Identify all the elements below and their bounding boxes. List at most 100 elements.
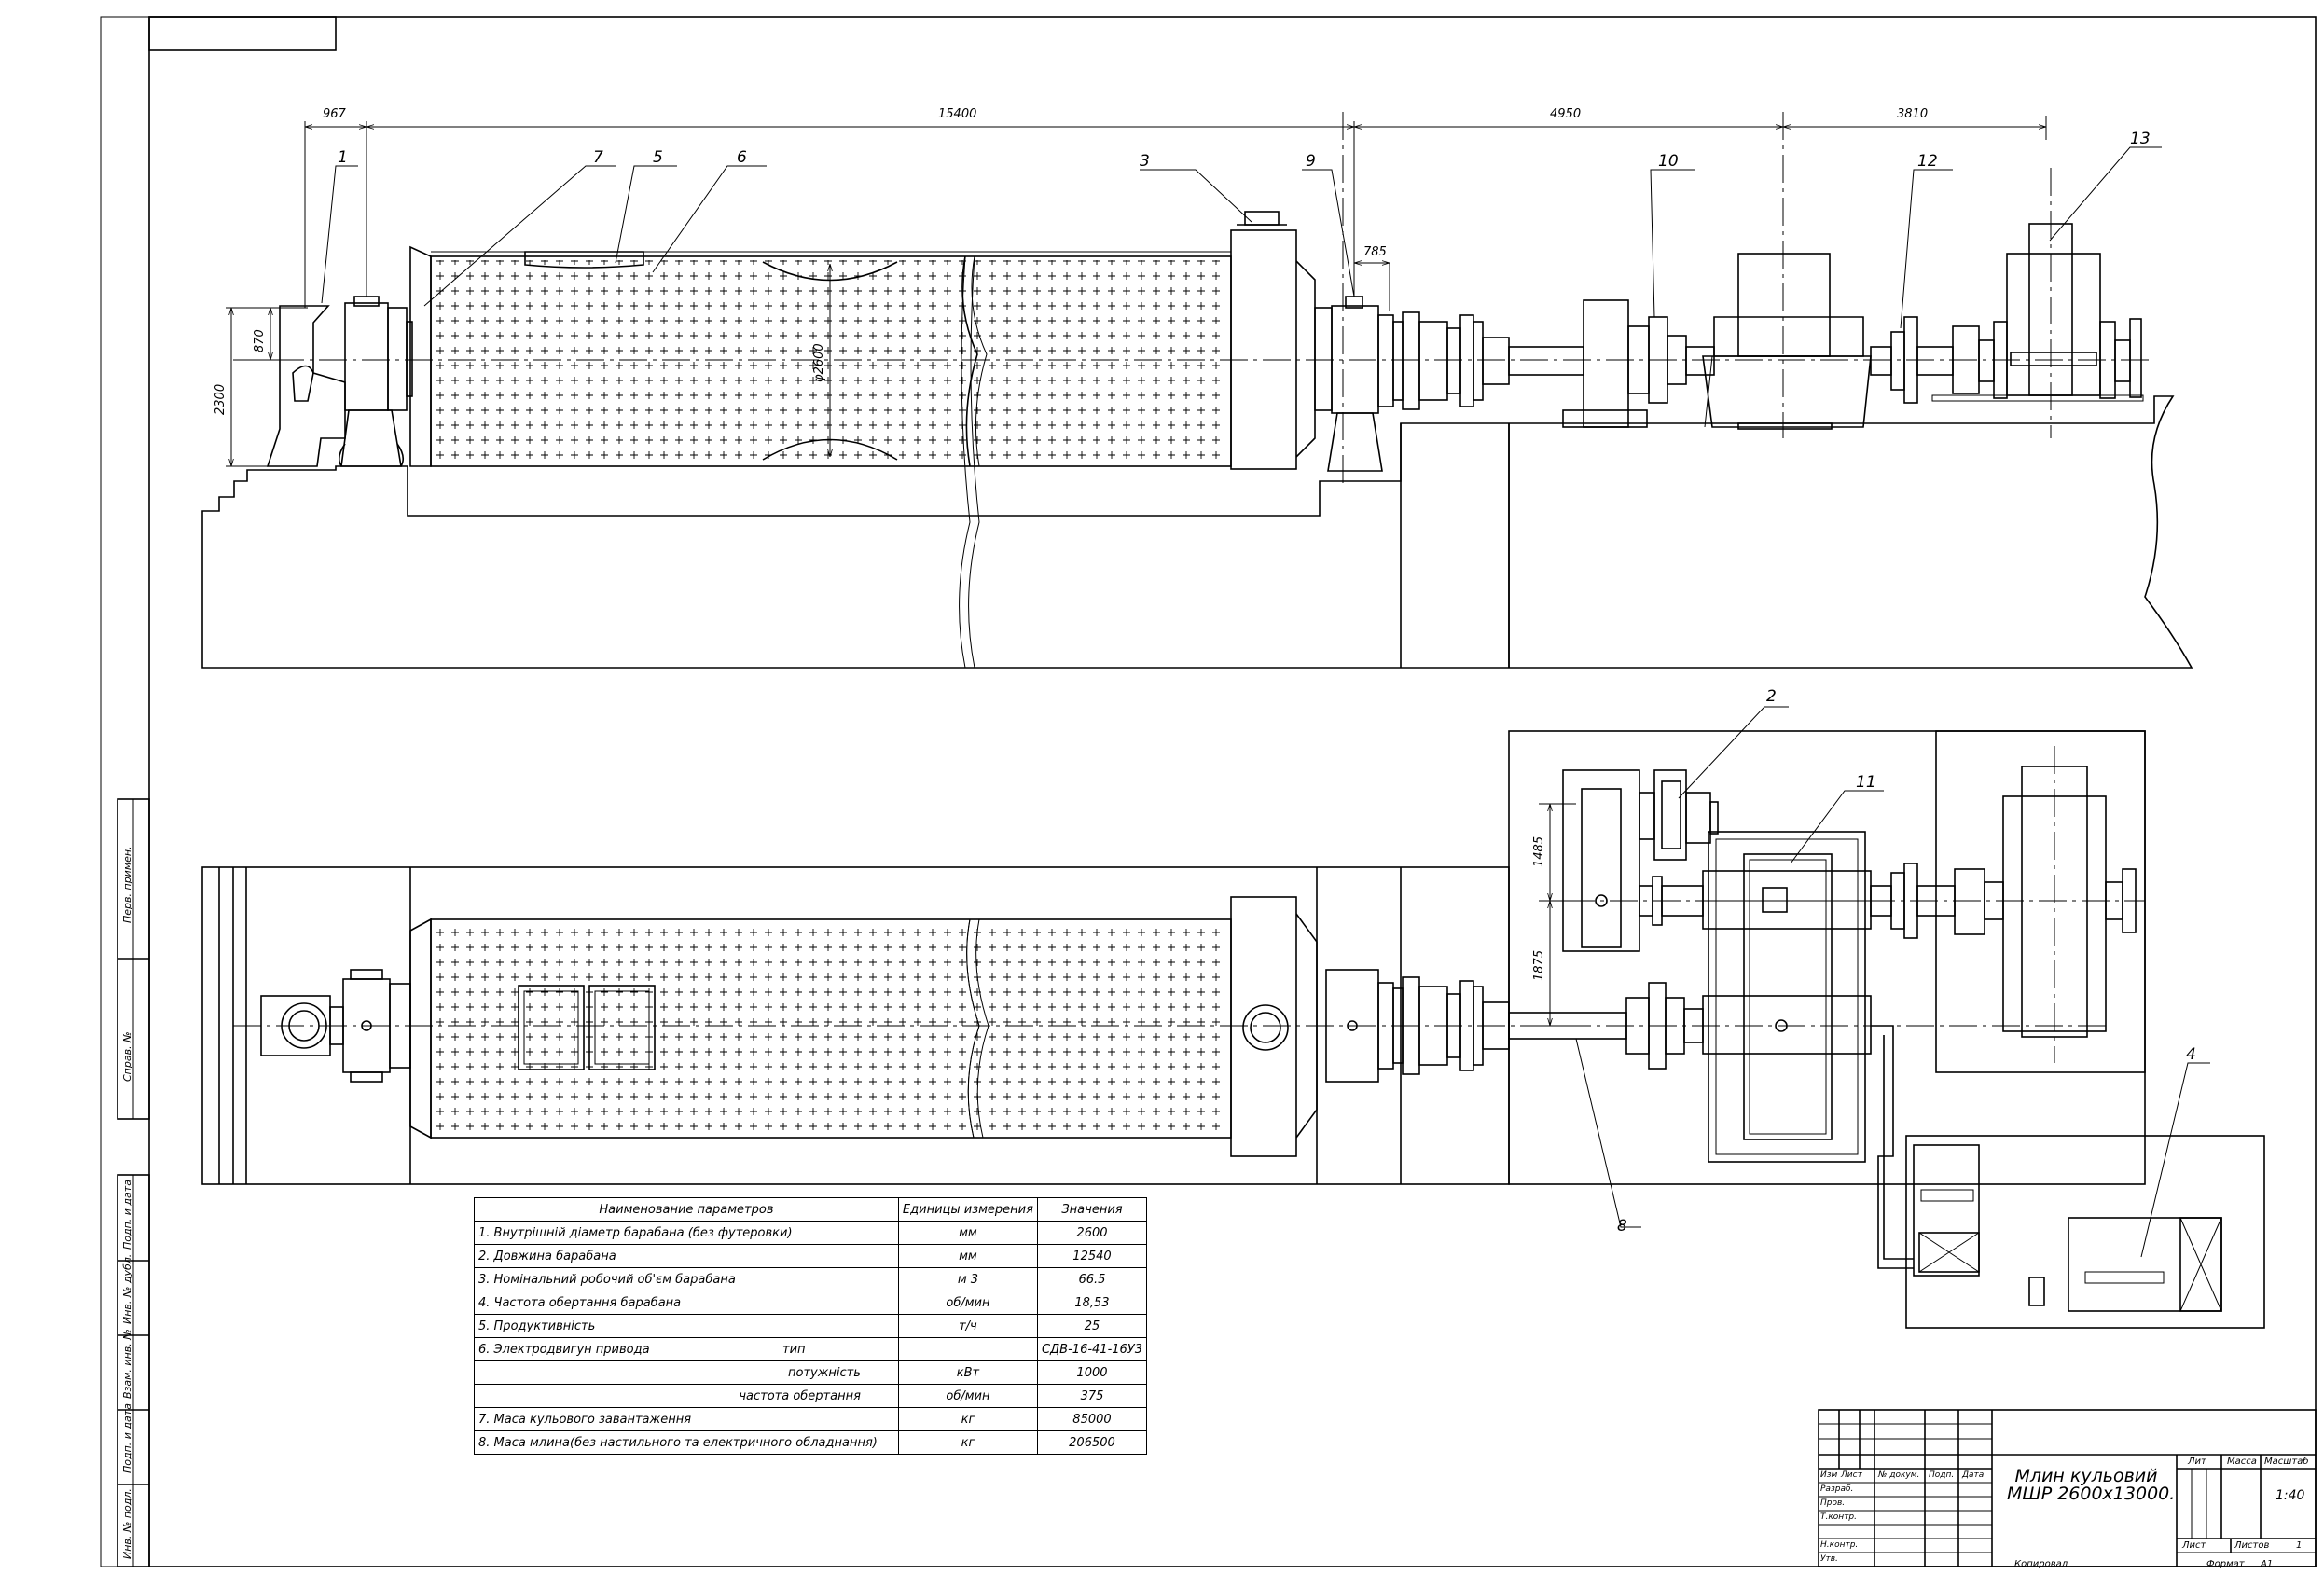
row-value: 66.5 [1036, 1267, 1148, 1291]
elevation-view: φ2600 [201, 107, 2193, 669]
tb-role-nkontr: Н.контр. [1820, 1540, 1859, 1550]
tb-role-tkontr: Т.контр. [1820, 1512, 1858, 1522]
row-value: 25 [1036, 1314, 1148, 1338]
callout-12: 12 [1917, 152, 1938, 171]
dim-2300: 2300 [214, 384, 228, 415]
tb-role-prov: Пров. [1820, 1498, 1846, 1508]
row-sub: частота обертання [474, 1384, 899, 1408]
title-block-grid [1818, 1409, 2317, 1567]
side-stamp-3: Подп. и дата [121, 1180, 133, 1250]
table-row: 1. Внутрішній діаметр барабана (без футе… [474, 1221, 1148, 1245]
side-stamp-7: Инв. № подл. [121, 1488, 133, 1559]
callout-11: 11 [1856, 773, 1876, 792]
row-value: 206500 [1036, 1430, 1148, 1455]
tb-sheets-label: Листов [2234, 1540, 2270, 1551]
row-unit: кг [897, 1430, 1038, 1455]
tb-format-value: А1 [2261, 1559, 2274, 1569]
tb-col-doc: № докум. [1878, 1470, 1920, 1480]
tb-copied: Копировал [2014, 1559, 2068, 1569]
callout-1: 1 [338, 148, 348, 167]
table-row: 4. Частота обертання барабана об/мин 18,… [474, 1291, 1148, 1315]
plan-view: 1485 1875 2 11 8 4 [201, 687, 2265, 1329]
row-name: 3. Номінальний робочий об'єм барабана [474, 1267, 899, 1291]
parameters-table: Наименование параметров Единицы измерени… [474, 1197, 1148, 1455]
tb-title-line2: МШР 2600х13000. [2007, 1484, 2176, 1504]
row-name: 4. Частота обертання барабана [474, 1291, 899, 1315]
table-row: частота обертання об/мин 375 [474, 1384, 1148, 1408]
row-unit: мм [897, 1221, 1038, 1245]
side-stamp-2: Справ. № [121, 1031, 133, 1082]
dim-diameter: φ2600 [812, 343, 826, 382]
tb-col-sign: Подп. [1929, 1470, 1955, 1480]
side-stamp-5: Взам. инв. № [121, 1329, 133, 1399]
row-unit: кг [897, 1407, 1038, 1431]
dim-967: 967 [323, 107, 347, 121]
tb-col-izm: Изм [1820, 1470, 1838, 1480]
callout-4: 4 [2186, 1045, 2196, 1064]
tb-col-date: Дата [1962, 1470, 1985, 1480]
table-row: 6. Электродвигун привода тип СДВ-16-41-1… [474, 1337, 1148, 1361]
table-row: 8. Маса млина(без настильного та електри… [474, 1430, 1148, 1455]
row-value: 18,53 [1036, 1291, 1148, 1315]
tb-scale-value: 1:40 [2276, 1488, 2305, 1503]
side-stamp-4: Инв. № дубл. [121, 1254, 133, 1324]
table-header-name: Наименование параметров [474, 1197, 899, 1222]
callout-10: 10 [1658, 152, 1679, 171]
table-header-unit: Единицы измерения [897, 1197, 1038, 1222]
dim-4950: 4950 [1550, 107, 1581, 121]
table-row: 7. Маса кульового завантаження кг 85000 [474, 1407, 1148, 1431]
callout-9: 9 [1306, 152, 1316, 171]
callout-5: 5 [653, 148, 663, 167]
row-value: 2600 [1036, 1221, 1148, 1245]
table-header-row: Наименование параметров Единицы измерени… [474, 1197, 1148, 1222]
side-stamp-strip: Перв. примен. Справ. № Подп. и дата Инв.… [117, 798, 150, 1567]
row-value: 85000 [1036, 1407, 1148, 1431]
side-stamp-6: Подп. и дата [121, 1403, 133, 1473]
row-unit: м 3 [897, 1267, 1038, 1291]
row-name: 2. Довжина барабана [474, 1244, 899, 1268]
row-unit [897, 1337, 1038, 1361]
tb-col-list: Лист [1841, 1470, 1862, 1480]
table-row: 3. Номінальний робочий об'єм барабана м … [474, 1267, 1148, 1291]
tb-scale-label: Масштаб [2264, 1457, 2309, 1467]
row-value: 375 [1036, 1384, 1148, 1408]
dim-870: 870 [253, 329, 267, 352]
row-unit: кВт [897, 1360, 1038, 1385]
tb-mass-label: Масса [2227, 1457, 2257, 1467]
row-name: 6. Электродвигун привода [478, 1342, 650, 1357]
tb-role-utv: Утв. [1820, 1554, 1838, 1564]
tb-title: Млин кульовий МШР 2600х13000. [2007, 1466, 2176, 1504]
table-row: 5. Продуктивність т/ч 25 [474, 1314, 1148, 1338]
table-header-value: Значения [1036, 1197, 1148, 1222]
row-unit: об/мин [897, 1384, 1038, 1408]
table-row: потужність кВт 1000 [474, 1360, 1148, 1385]
row-value: СДВ-16-41-16У3 [1036, 1337, 1148, 1361]
dim-3810: 3810 [1897, 107, 1928, 121]
row-value: 1000 [1036, 1360, 1148, 1385]
callout-13: 13 [2130, 130, 2151, 148]
callout-3: 3 [1140, 152, 1150, 171]
callout-8: 8 [1617, 1217, 1627, 1236]
tb-sheets-value: 1 [2296, 1540, 2303, 1551]
row-name: 5. Продуктивність [474, 1314, 899, 1338]
callout-6: 6 [737, 148, 747, 167]
row-unit: об/мин [897, 1291, 1038, 1315]
callout-2: 2 [1766, 687, 1777, 706]
dim-1875: 1875 [1532, 950, 1546, 981]
tb-title-line1: Млин кульовий [2014, 1466, 2158, 1486]
row-unit: мм [897, 1244, 1038, 1268]
row-value: 12540 [1036, 1244, 1148, 1268]
row-sub: потужність [474, 1360, 899, 1385]
side-stamp-1: Перв. примен. [121, 846, 133, 923]
sheet-frame [100, 16, 2317, 1567]
tb-format-label: Формат [2206, 1559, 2245, 1569]
row-sub: тип [782, 1342, 806, 1357]
row-unit: т/ч [897, 1314, 1038, 1338]
row-name: 7. Маса кульового завантаження [474, 1407, 899, 1431]
tb-sheet-label: Лист [2182, 1540, 2206, 1551]
dim-785: 785 [1363, 245, 1387, 259]
row-name-motor: 6. Электродвигун привода тип [474, 1337, 899, 1361]
callout-7: 7 [593, 148, 603, 167]
table-row: 2. Довжина барабана мм 12540 [474, 1244, 1148, 1268]
